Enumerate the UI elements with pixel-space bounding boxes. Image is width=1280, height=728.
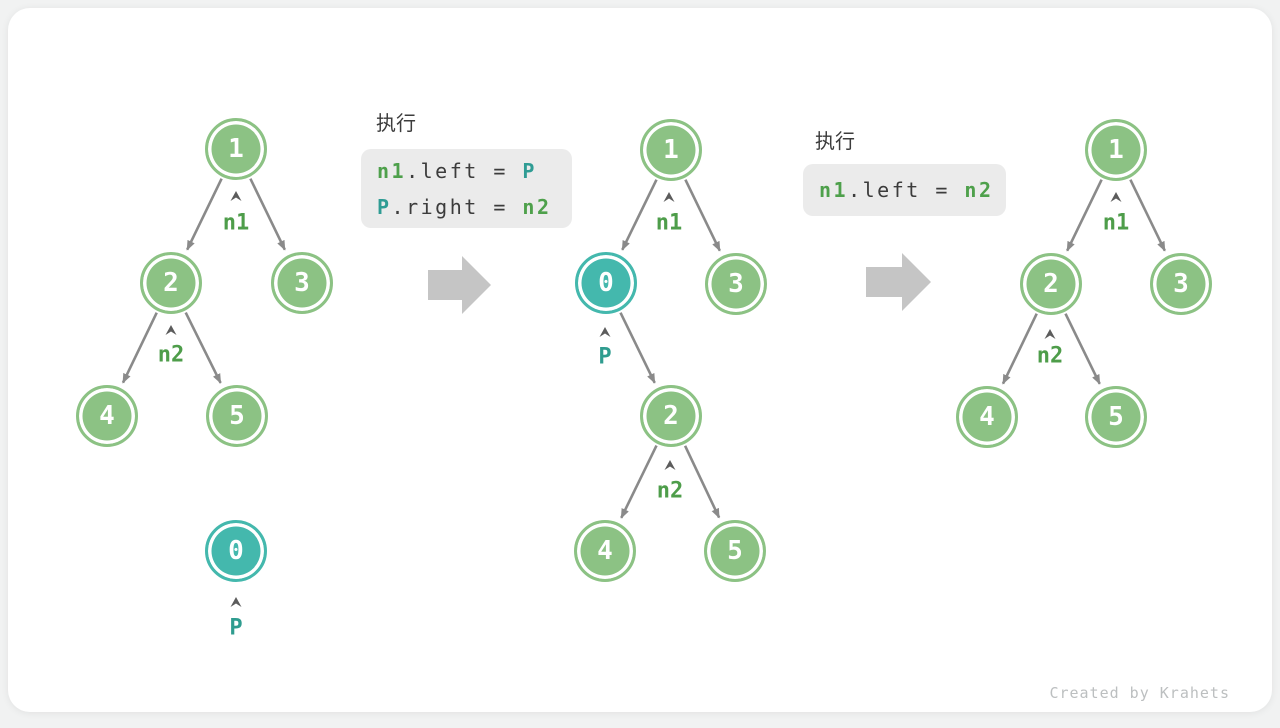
tree-edge <box>249 178 286 251</box>
pointer-label-n1: n1 <box>655 210 683 236</box>
tree-edge <box>1066 179 1103 252</box>
tree-edge <box>620 445 658 519</box>
code-block-1: n1.left = P P.right = n2 <box>361 149 572 228</box>
pointer-carets <box>165 191 1122 607</box>
pointer-label-n2: n2 <box>157 342 185 368</box>
tree-node-highlight: 0 <box>205 520 267 582</box>
code-line: n1.left = n2 <box>819 172 1006 208</box>
tree-edge <box>186 178 223 251</box>
tree-edge <box>621 179 658 251</box>
tree1-edges <box>121 178 286 384</box>
code-token: .left = <box>406 158 523 183</box>
tree-node: 5 <box>704 520 766 582</box>
tree-node: 1 <box>205 118 267 180</box>
tree-node: 3 <box>271 252 333 314</box>
tree-edge <box>619 312 656 384</box>
diagram-overlay <box>121 178 1166 607</box>
watermark: Created by Krahets <box>1049 684 1230 702</box>
tree3-edges <box>1001 179 1166 385</box>
exec-title: 执行 <box>815 131 855 153</box>
pointer-label-p: P <box>229 615 243 641</box>
tree-node: 3 <box>1150 253 1212 315</box>
tree-edge <box>1001 313 1038 385</box>
tree-edge <box>184 312 222 384</box>
tree-after: 1 2 3 4 5 n1 n2 <box>8 8 1272 712</box>
tree-node: 1 <box>1085 119 1147 181</box>
tree-node: 3 <box>705 253 767 315</box>
tree-node: 5 <box>206 385 268 447</box>
tree-during: 1 0 3 2 4 5 n1 P n2 <box>8 8 1272 712</box>
big-arrow-icon <box>866 253 931 311</box>
pointer-caret-icon <box>1044 329 1056 339</box>
pointer-caret-icon <box>663 192 675 202</box>
pointer-caret-icon <box>230 191 242 201</box>
code-token: .right = <box>391 194 523 219</box>
tree2-edges <box>619 179 721 519</box>
pointer-label-p: P <box>598 344 612 370</box>
code-token: .left = <box>848 178 965 202</box>
tree-node: 2 <box>640 385 702 447</box>
pointer-caret-icon <box>1110 192 1122 202</box>
pointer-label-n1: n1 <box>222 210 250 236</box>
pointer-label-n2: n2 <box>656 478 684 504</box>
code-token: P <box>377 194 392 219</box>
tree-edge <box>1064 313 1101 385</box>
figure-card: 1 2 3 4 5 0 n1 n2 P 1 0 3 2 4 5 n1 P n2 … <box>8 8 1272 712</box>
tree-node: 1 <box>640 119 702 181</box>
tree-node: 4 <box>574 520 636 582</box>
code-token: n2 <box>522 194 552 219</box>
tree-node: 5 <box>1085 386 1147 448</box>
tree-node: 2 <box>140 252 202 314</box>
code-line: n1.left = P <box>377 153 572 189</box>
code-line: P.right = n2 <box>377 189 572 225</box>
tree-before: 1 2 3 4 5 0 n1 n2 P <box>8 8 1272 712</box>
code-token: P <box>522 158 537 183</box>
pointer-label-n2: n2 <box>1036 343 1064 369</box>
exec-title: 执行 <box>376 113 416 135</box>
pointer-caret-icon <box>599 327 611 337</box>
tree-edge <box>684 179 721 252</box>
code-token: n1 <box>377 158 407 183</box>
pointer-caret-icon <box>230 597 242 607</box>
tree-node: 4 <box>956 386 1018 448</box>
tree-edge <box>683 445 721 519</box>
tree-node: 4 <box>76 385 138 447</box>
tree-edge <box>121 312 158 384</box>
code-token: n1 <box>819 178 849 202</box>
pointer-label-n1: n1 <box>1102 210 1130 236</box>
code-token: n2 <box>964 178 994 202</box>
tree-node-highlight: 0 <box>575 252 637 314</box>
tree-edge <box>1129 179 1166 252</box>
tree-node: 2 <box>1020 253 1082 315</box>
pointer-caret-icon <box>664 460 676 470</box>
pointer-caret-icon <box>165 325 177 335</box>
big-arrow-icon <box>428 256 491 314</box>
code-block-2: n1.left = n2 <box>803 164 1006 216</box>
